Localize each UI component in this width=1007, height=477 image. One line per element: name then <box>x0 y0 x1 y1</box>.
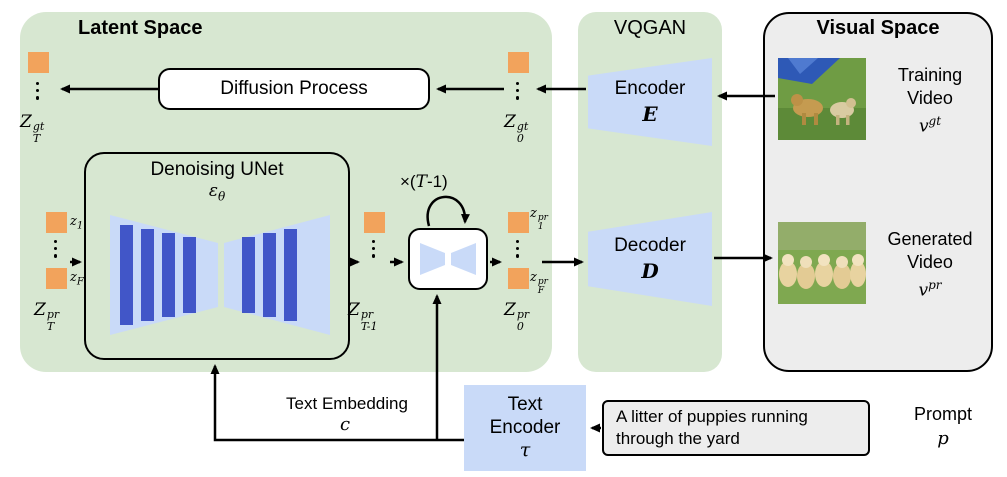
iteration-box <box>408 228 488 290</box>
text-embedding-symbol: c <box>340 414 351 435</box>
prompt-label: Prompt p <box>893 404 993 449</box>
latent-token <box>28 52 49 73</box>
prompt-symbol: p <box>937 428 949 449</box>
text-embedding-label: Text Embedding <box>286 394 408 413</box>
denoising-unet-title: Denoising UNet <box>150 159 284 180</box>
visual-space-title: Visual Space <box>816 17 940 39</box>
vqgan-title: VQGAN <box>613 17 687 39</box>
training-video-symbol: vgt <box>918 114 942 137</box>
prompt-text: A litter of puppies running through the … <box>616 406 808 448</box>
epsilon-theta-label: εθ <box>208 181 226 204</box>
latent-space-title: Latent Space <box>78 17 203 39</box>
generated-video-label: Generated Video vpr <box>870 228 990 302</box>
iteration-count-label: ×(T-1) <box>400 172 448 192</box>
dog-shapes <box>791 94 856 125</box>
training-video-thumbnail <box>778 58 866 140</box>
encoder-label: Encoder <box>614 77 686 99</box>
text-encoder-box: Text Encoder τ <box>464 385 586 471</box>
generated-video-symbol: vpr <box>918 278 942 301</box>
puppy-shapes <box>779 254 866 289</box>
latent-token <box>508 212 529 233</box>
latent-token <box>46 212 67 233</box>
text-encoder-symbol: τ <box>519 439 531 462</box>
latent-token <box>364 212 385 233</box>
decoder-label: Decoder <box>614 234 686 256</box>
unet-small-icon <box>420 243 476 275</box>
vertical-ellipsis-icon <box>54 240 58 258</box>
vertical-ellipsis-icon <box>516 240 520 258</box>
prompt-box: A litter of puppies running through the … <box>602 400 870 456</box>
latent-token <box>508 268 529 289</box>
decoder-symbol: D <box>641 259 659 284</box>
generated-video-thumbnail <box>778 222 866 304</box>
vertical-ellipsis-icon <box>516 82 520 100</box>
diffusion-process-box: Diffusion Process <box>158 68 430 110</box>
label-z1: z1 <box>70 214 84 232</box>
vertical-ellipsis-icon <box>36 82 40 100</box>
encoder-trapezoid: Encoder E <box>588 58 712 146</box>
latent-token <box>508 52 529 73</box>
encoder-symbol: E <box>642 102 658 127</box>
vertical-ellipsis-icon <box>372 240 376 258</box>
diffusion-process-label: Diffusion Process <box>220 78 368 99</box>
denoising-unet-box: Denoising UNet εθ <box>84 152 350 360</box>
label-zF: zF <box>70 270 84 288</box>
training-video-label: Training Video vgt <box>870 64 990 138</box>
latent-token <box>46 268 67 289</box>
text-encoder-label-line2: Encoder <box>489 416 561 438</box>
text-encoder-label-line1: Text <box>507 393 543 415</box>
unet-architecture-icon <box>110 215 330 335</box>
